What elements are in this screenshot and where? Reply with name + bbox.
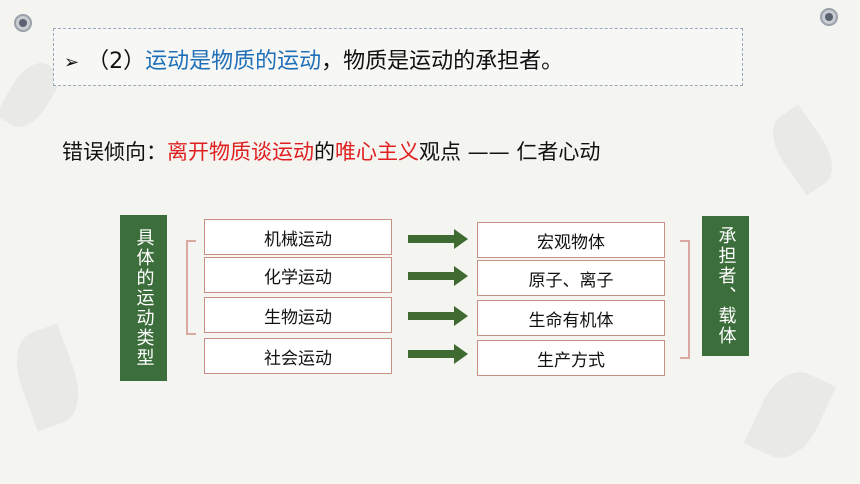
carrier-label: 原子、离子	[528, 270, 614, 291]
arrow-bullet-icon: ➢	[64, 52, 80, 73]
motion-type-item: 化学运动	[204, 257, 392, 293]
carrier-label: 生命有机体	[528, 310, 614, 331]
right-category-box: 承担者、载体	[702, 216, 749, 356]
title-highlight: 运动是物质的运动	[145, 49, 322, 74]
background-leaf	[743, 361, 837, 469]
part-number: （2）	[87, 49, 146, 74]
motion-type-item: 社会运动	[204, 338, 392, 374]
motion-type-item: 机械运动	[204, 219, 392, 255]
corner-dot-icon	[820, 8, 838, 26]
arrow-right-icon	[408, 229, 468, 249]
background-leaf	[5, 323, 90, 432]
right-category-label: 承担者、载体	[715, 226, 737, 346]
carrier-item: 生产方式	[477, 340, 665, 376]
right-bracket	[680, 240, 690, 359]
carrier-item: 原子、离子	[477, 260, 665, 296]
title-rest: ，物质是运动的承担者。	[321, 49, 564, 74]
error-red-1: 离开物质谈运动	[167, 140, 314, 164]
motion-type-item: 生物运动	[204, 297, 392, 333]
motion-type-label: 社会运动	[264, 348, 332, 369]
error-label: 错误倾向：	[62, 140, 167, 164]
background-leaf	[761, 104, 844, 196]
motion-type-label: 机械运动	[264, 229, 332, 250]
arrow-right-icon	[408, 344, 468, 364]
carrier-item: 生命有机体	[477, 300, 665, 336]
left-category-label: 具体的运动类型	[133, 228, 155, 368]
left-bracket	[186, 240, 196, 335]
arrow-right-icon	[408, 266, 468, 286]
carrier-label: 宏观物体	[537, 232, 605, 253]
title-line: ➢ （2）运动是物质的运动，物质是运动的承担者。	[64, 43, 563, 75]
left-category-box: 具体的运动类型	[120, 215, 167, 381]
error-tail: 观点 —— 仁者心动	[419, 140, 601, 164]
error-tendency-line: 错误倾向：离开物质谈运动的唯心主义观点 —— 仁者心动	[62, 136, 600, 166]
motion-type-label: 生物运动	[264, 307, 332, 328]
carrier-item: 宏观物体	[477, 222, 665, 258]
error-red-2: 唯心主义	[335, 140, 419, 164]
motion-type-label: 化学运动	[264, 267, 332, 288]
title-box: ➢ （2）运动是物质的运动，物质是运动的承担者。	[53, 28, 743, 86]
corner-dot-icon	[14, 14, 32, 32]
arrow-right-icon	[408, 306, 468, 326]
error-mid: 的	[314, 140, 335, 164]
carrier-label: 生产方式	[537, 350, 605, 371]
